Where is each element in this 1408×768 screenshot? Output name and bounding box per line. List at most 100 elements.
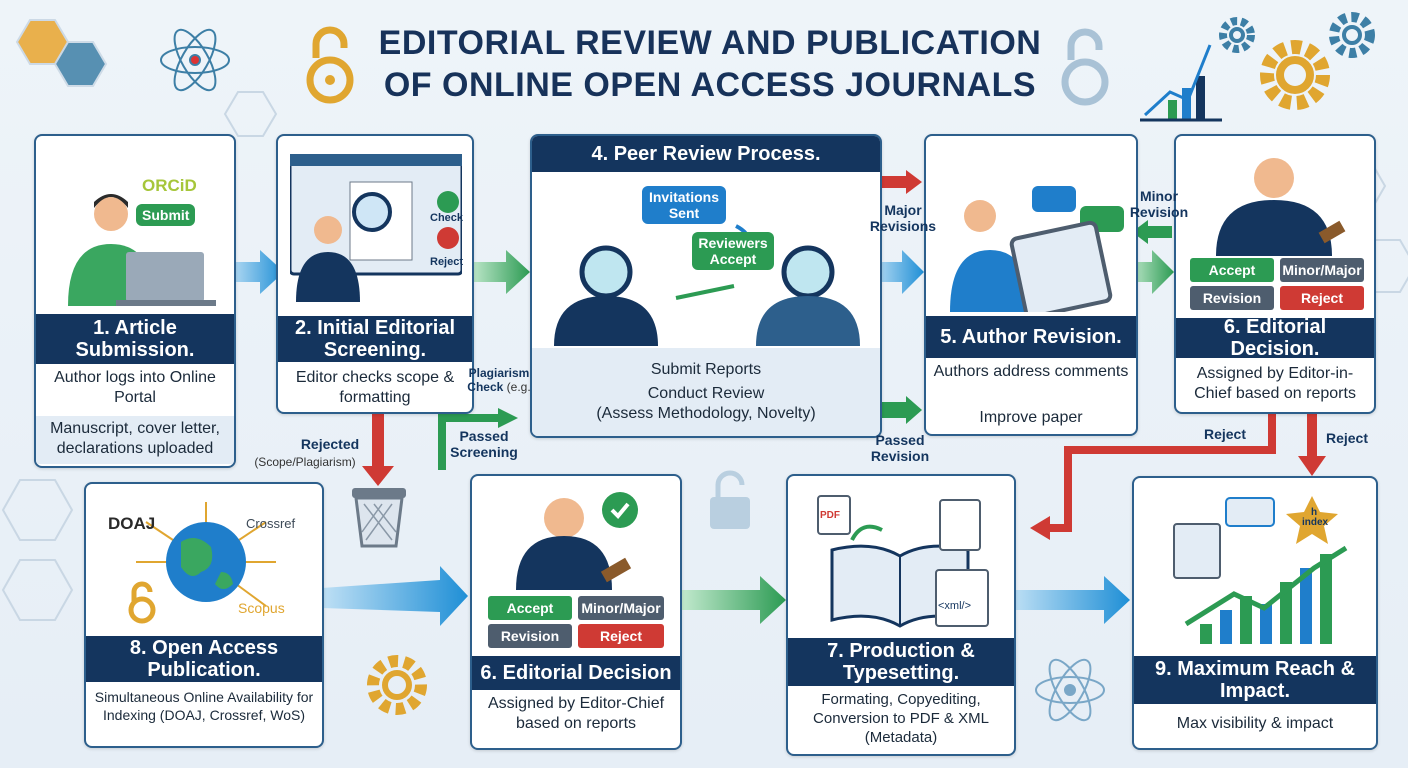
orcid-logo: ORCiD (142, 176, 197, 195)
globe-indexing-illustration (136, 502, 276, 607)
plagiarism-check-label: Plagiarism Check (e.g. (464, 366, 534, 394)
step-1-desc-2: Manuscript, cover letter, declarations u… (36, 416, 234, 464)
accept-button: Accept (1190, 258, 1274, 282)
arrow-reject-left (1048, 412, 1276, 532)
minor-major-button: Minor/Major (1280, 258, 1364, 282)
step-7-title: 7. Production & Typesetting. (788, 638, 1014, 686)
arrow-major-rev (880, 170, 922, 194)
rejected-label: Rejected (300, 436, 360, 452)
gear-icon-small (1219, 17, 1255, 53)
xml-label: <xml/> (938, 600, 972, 612)
author-laptop-illustration (68, 194, 216, 306)
step-1-desc-1: Author logs into Online Portal (54, 369, 216, 406)
minor-revision-label: Minor Revision (1129, 188, 1189, 220)
step-5-desc-2: Improve paper (979, 409, 1083, 426)
minor-major-button-2: Minor/Major (578, 596, 664, 620)
doaj-logo: DOAJ (108, 514, 156, 533)
reviewers-bubble: Reviewers Accept (692, 232, 774, 270)
step-7-desc: Formating, Copyediting, Conversion to PD… (813, 691, 989, 746)
arrow-8-6b (322, 566, 468, 626)
step-9-title: 9. Maximum Reach & Impact. (1134, 656, 1376, 704)
impact-growth-illustration (1173, 496, 1348, 644)
author-revision-illustration (950, 186, 1124, 312)
trash-bin-icon (352, 488, 406, 548)
reject-label: Reject (430, 256, 464, 268)
step-8-desc: Simultaneous Online Availability for Ind… (94, 689, 314, 723)
plagiarism-text: Plagiarism Check (467, 366, 530, 394)
accept-button-2: Accept (488, 596, 572, 620)
gear-icon-bottom (367, 655, 427, 715)
step-1-card: ORCiD Submit 1. Article Submission. Auth… (34, 134, 236, 468)
step-9-desc: Max visibility & impact (1176, 715, 1334, 732)
submit-bubble: Submit (136, 204, 196, 226)
arrow-minor-rev (1132, 220, 1172, 244)
arrow-4-5 (872, 250, 924, 294)
open-access-icon (128, 581, 156, 624)
step-4-card: 4. Peer Review Process. Invitations Sent… (530, 134, 882, 438)
arrow-passed-screening (438, 414, 500, 470)
step-9-card: h index 9. Maximum Reach & Impact. Max v… (1132, 476, 1378, 750)
step-6a-card: Accept Minor/Major Revision Reject 6. Ed… (1174, 134, 1376, 414)
scopus-logo: Scopus (238, 600, 285, 616)
step-2-card: Check Reject 2. Initial Editorial Screen… (276, 134, 474, 414)
step-4-title: 4. Peer Review Process. (532, 136, 880, 172)
editor-decision-illustration (516, 492, 638, 590)
arrow-1-2 (228, 250, 284, 294)
step-4-desc-3: (Assess Methodology, Novelty) (596, 405, 816, 422)
reject-left-label: Reject (1203, 426, 1247, 442)
arrow-7-9 (1012, 576, 1130, 624)
step-4-desc-1: Submit Reports (650, 361, 762, 378)
rejected-sub-label: (Scope/Plagiarism) (254, 455, 356, 469)
step-2-desc: Editor checks scope & formatting (295, 369, 455, 406)
reject-right-label: Reject (1325, 430, 1369, 446)
step-5-desc-1: Authors address comments (933, 363, 1129, 380)
gear-icon (1260, 40, 1330, 110)
title-line-2: OF ONLINE OPEN ACCESS JOURNALS (383, 66, 1037, 104)
page-title: EDITORIAL REVIEW AND PUBLICATION OF ONLI… (300, 22, 1120, 106)
production-illustration (817, 495, 989, 628)
plagiarism-eg: (e.g. (506, 380, 531, 394)
step-8-card: DOAJ Crossref Scopus 8. Open Access Publ… (84, 482, 324, 748)
step-6b-title: 6. Editorial Decision (472, 656, 680, 690)
atom-icon-2 (1035, 658, 1105, 722)
step-4-lower (532, 348, 880, 436)
revision-button: Revision (1190, 286, 1274, 310)
padlock-faint-icon (710, 470, 750, 529)
step-5-title: 5. Author Revision. (926, 316, 1136, 358)
atom-icon (160, 28, 230, 92)
major-revisions-label: Major Revisions (869, 202, 937, 234)
growth-chart-icon (1140, 44, 1222, 122)
step-6a-title: 6. Editorial Decision. (1176, 316, 1374, 360)
step-6b-card: Accept Minor/Major Revision Reject 6. Ed… (470, 474, 682, 750)
arrow-6b-7 (678, 576, 786, 624)
open-padlock-icon (306, 26, 354, 104)
open-padlock-icon-right (1061, 28, 1109, 106)
passed-revision-label: Passed Revision (870, 432, 930, 464)
step-6b-desc: Assigned by Editor-Chief based on report… (487, 695, 665, 732)
gear-icon-blue (1329, 12, 1375, 58)
crossref-logo: Crossref (246, 516, 296, 531)
editor-in-chief-illustration (1216, 158, 1346, 256)
editor-screening-illustration (290, 154, 462, 302)
step-8-title: 8. Open Access Publication. (86, 636, 322, 682)
invitations-bubble: Invitations Sent (642, 186, 726, 224)
step-5-card: 5. Author Revision. Authors address comm… (924, 134, 1138, 436)
step-6a-desc: Assigned by Editor-in-Chief based on rep… (1194, 365, 1356, 402)
arrow-5-6 (1128, 250, 1174, 294)
reject-button-2: Reject (578, 624, 664, 648)
step-7-card: PDF <xml/> 7. Production & Typesetting. … (786, 474, 1016, 756)
check-label: Check (430, 212, 464, 224)
arrow-passed-rev (880, 396, 922, 424)
h-index-label: h index (1302, 507, 1329, 528)
revision-button-2: Revision (488, 624, 572, 648)
step-4-desc-2: Conduct Review (647, 385, 765, 402)
step-1-title: 1. Article Submission. (36, 314, 234, 364)
reject-button: Reject (1280, 286, 1364, 310)
peer-review-illustration (554, 224, 860, 346)
pdf-label: PDF (820, 510, 840, 521)
step-2-title: 2. Initial Editorial Screening. (278, 316, 472, 362)
title-line-1: EDITORIAL REVIEW AND PUBLICATION (378, 24, 1042, 62)
arrow-2-4 (468, 250, 530, 294)
passed-screening-label: Passed Screening (450, 428, 518, 460)
